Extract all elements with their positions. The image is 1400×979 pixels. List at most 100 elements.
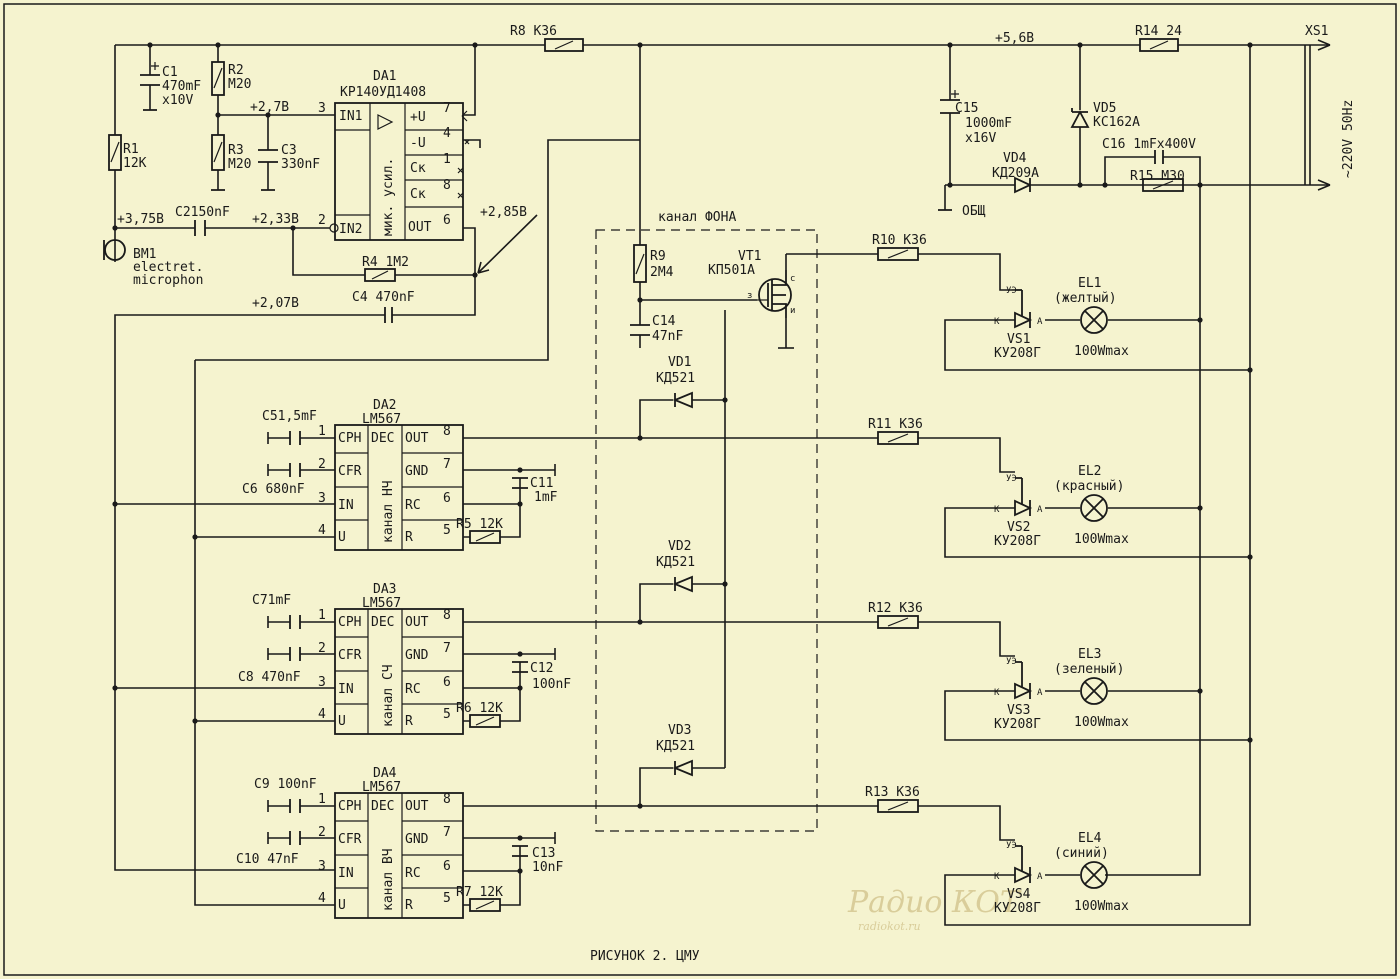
decoder-pin-right: R (405, 714, 413, 729)
thyristor-gate-label: УЭ (1006, 841, 1017, 851)
decoder-pin-right: OUT (405, 431, 429, 446)
label-da1-part: КР140УД1408 (340, 85, 426, 100)
lamp-power: 100Wmax (1074, 532, 1129, 547)
thyristor-cathode-label: К (994, 317, 1000, 327)
decoder-pin-num: 8 (443, 608, 451, 623)
label-r9-value: 2M4 (650, 265, 674, 280)
label-r1-ref: R1 (123, 142, 139, 157)
thyristor-ref: VS1 (1007, 332, 1030, 347)
label-r7: R7 12K (456, 885, 503, 900)
label-vd1-value: КД521 (656, 371, 695, 386)
label-r2-ref: R2 (228, 63, 244, 78)
thyristor-part: КУ208Г (994, 346, 1041, 361)
decoder-pin-left: IN (338, 866, 354, 881)
label-vt1-ref: VT1 (738, 249, 761, 264)
decoder-pin-left: IN (338, 682, 354, 697)
decoder-ref: DA3 (373, 582, 396, 597)
page-border (3, 3, 1397, 976)
label-r3-ref: R3 (228, 143, 244, 158)
thyristor-cathode-label: К (994, 872, 1000, 882)
decoder-pin-right: RC (405, 682, 421, 697)
label-c1-ref: C1 (162, 65, 178, 80)
decoder-pin-num: 7 (443, 641, 451, 656)
decoder-pin-num: 7 (443, 457, 451, 472)
da1-pin-u-minus: -U (410, 136, 426, 151)
decoder-pin-right: OUT (405, 799, 429, 814)
decoder-pin-num: 5 (443, 891, 451, 906)
thyristor-part: КУ208Г (994, 901, 1041, 916)
junctions (112, 42, 1253, 874)
label-c5: C51,5mF (262, 409, 317, 424)
decoder-ref: DA2 (373, 398, 396, 413)
lamp-power: 100Wmax (1074, 715, 1129, 730)
da1-pin-num-8: 8 (443, 178, 451, 193)
decoder-pin-left: CFR (338, 648, 362, 663)
decoder-dec-label: DEC (371, 431, 394, 446)
lamp-color: (зеленый) (1054, 662, 1124, 677)
lamp-color: (желтый) (1054, 291, 1117, 306)
decoder-pin-num: 7 (443, 825, 451, 840)
decoder-pin-left: CPH (338, 431, 361, 446)
decoder-channel-label: канал НЧ (381, 480, 396, 543)
da1-pin-in2: IN2 (339, 222, 362, 237)
label-c15-value: 1000mF (965, 116, 1012, 131)
label-c13-value: 10nF (532, 860, 563, 875)
decoder-channel-label: канал СЧ (381, 664, 396, 727)
decoder-pin-left: U (338, 714, 346, 729)
decoder-channel-label: канал ВЧ (381, 848, 396, 911)
da1-pin-num-1: 1 (443, 152, 451, 167)
da1-pin-num-2: 2 (318, 213, 326, 228)
thyristor-ref: VS2 (1007, 520, 1030, 535)
thyristor-part: КУ208Г (994, 534, 1041, 549)
decoder-dec-label: DEC (371, 799, 394, 814)
label-bm1-line1: electret. (133, 260, 203, 275)
label-vt1-pin-g: з (747, 291, 752, 301)
label-vd3-value: КД521 (656, 739, 695, 754)
da1-pin-num-4: 4 (443, 126, 451, 141)
label-c3-ref: C3 (281, 143, 297, 158)
label-vt1-pin-d: и (790, 306, 795, 316)
label-bm1-ref: BM1 (133, 247, 156, 262)
label-c10: C10 47nF (236, 852, 299, 867)
label-c14-value: 47nF (652, 329, 683, 344)
lamp-color: (красный) (1054, 479, 1124, 494)
decoder-pin-num: 5 (443, 523, 451, 538)
thyristor-anode-label: А (1037, 688, 1043, 698)
decoder-pin-right: GND (405, 832, 429, 847)
decoder-pin-left: CFR (338, 832, 362, 847)
decoder-pin-right: RC (405, 498, 421, 513)
label-c11-ref: C11 (530, 476, 553, 491)
label-c6: C6 680nF (242, 482, 305, 497)
label-r15: R15 M30 (1130, 169, 1185, 184)
watermark-logo: Радио КОТ (847, 885, 1022, 920)
decoder-pin-right: R (405, 898, 413, 913)
label-c15-ref: C15 (955, 101, 978, 116)
label-c4: C4 470nF (352, 290, 415, 305)
label-c13-ref: C13 (532, 846, 555, 861)
decoder-pin-left: U (338, 898, 346, 913)
label-c1-value: 470mF (162, 79, 201, 94)
decoder-pin-num: 1 (318, 424, 326, 439)
label-r3-value: M20 (228, 157, 251, 172)
lamp-ref: EL1 (1078, 276, 1101, 291)
label-c16: C16 1mFx400V (1102, 137, 1196, 152)
label-node-n4: +2,85В (480, 205, 527, 220)
decoder-pin-left: IN (338, 498, 354, 513)
label-c11-value: 1mF (534, 490, 558, 505)
decoder-pin-num: 2 (318, 457, 326, 472)
label-c1-volt: x10V (162, 93, 193, 108)
decoder-pin-num: 5 (443, 707, 451, 722)
da1-pin-num-3: 3 (318, 101, 326, 116)
label-vt1-pin-s: с (790, 274, 795, 284)
lamp-color: (синий) (1054, 846, 1109, 861)
label-r14: R14 24 (1135, 24, 1182, 39)
label-r6: R6 12K (456, 701, 503, 716)
label-vd4-value: КД209А (992, 166, 1039, 181)
label-node-n1: +3,75В (117, 212, 164, 227)
label-c2: C2150nF (175, 205, 230, 220)
thyristor-part: КУ208Г (994, 717, 1041, 732)
label-bm1-line2: microphon (133, 273, 203, 288)
da1-inner-label: мик. усил. (381, 158, 396, 236)
